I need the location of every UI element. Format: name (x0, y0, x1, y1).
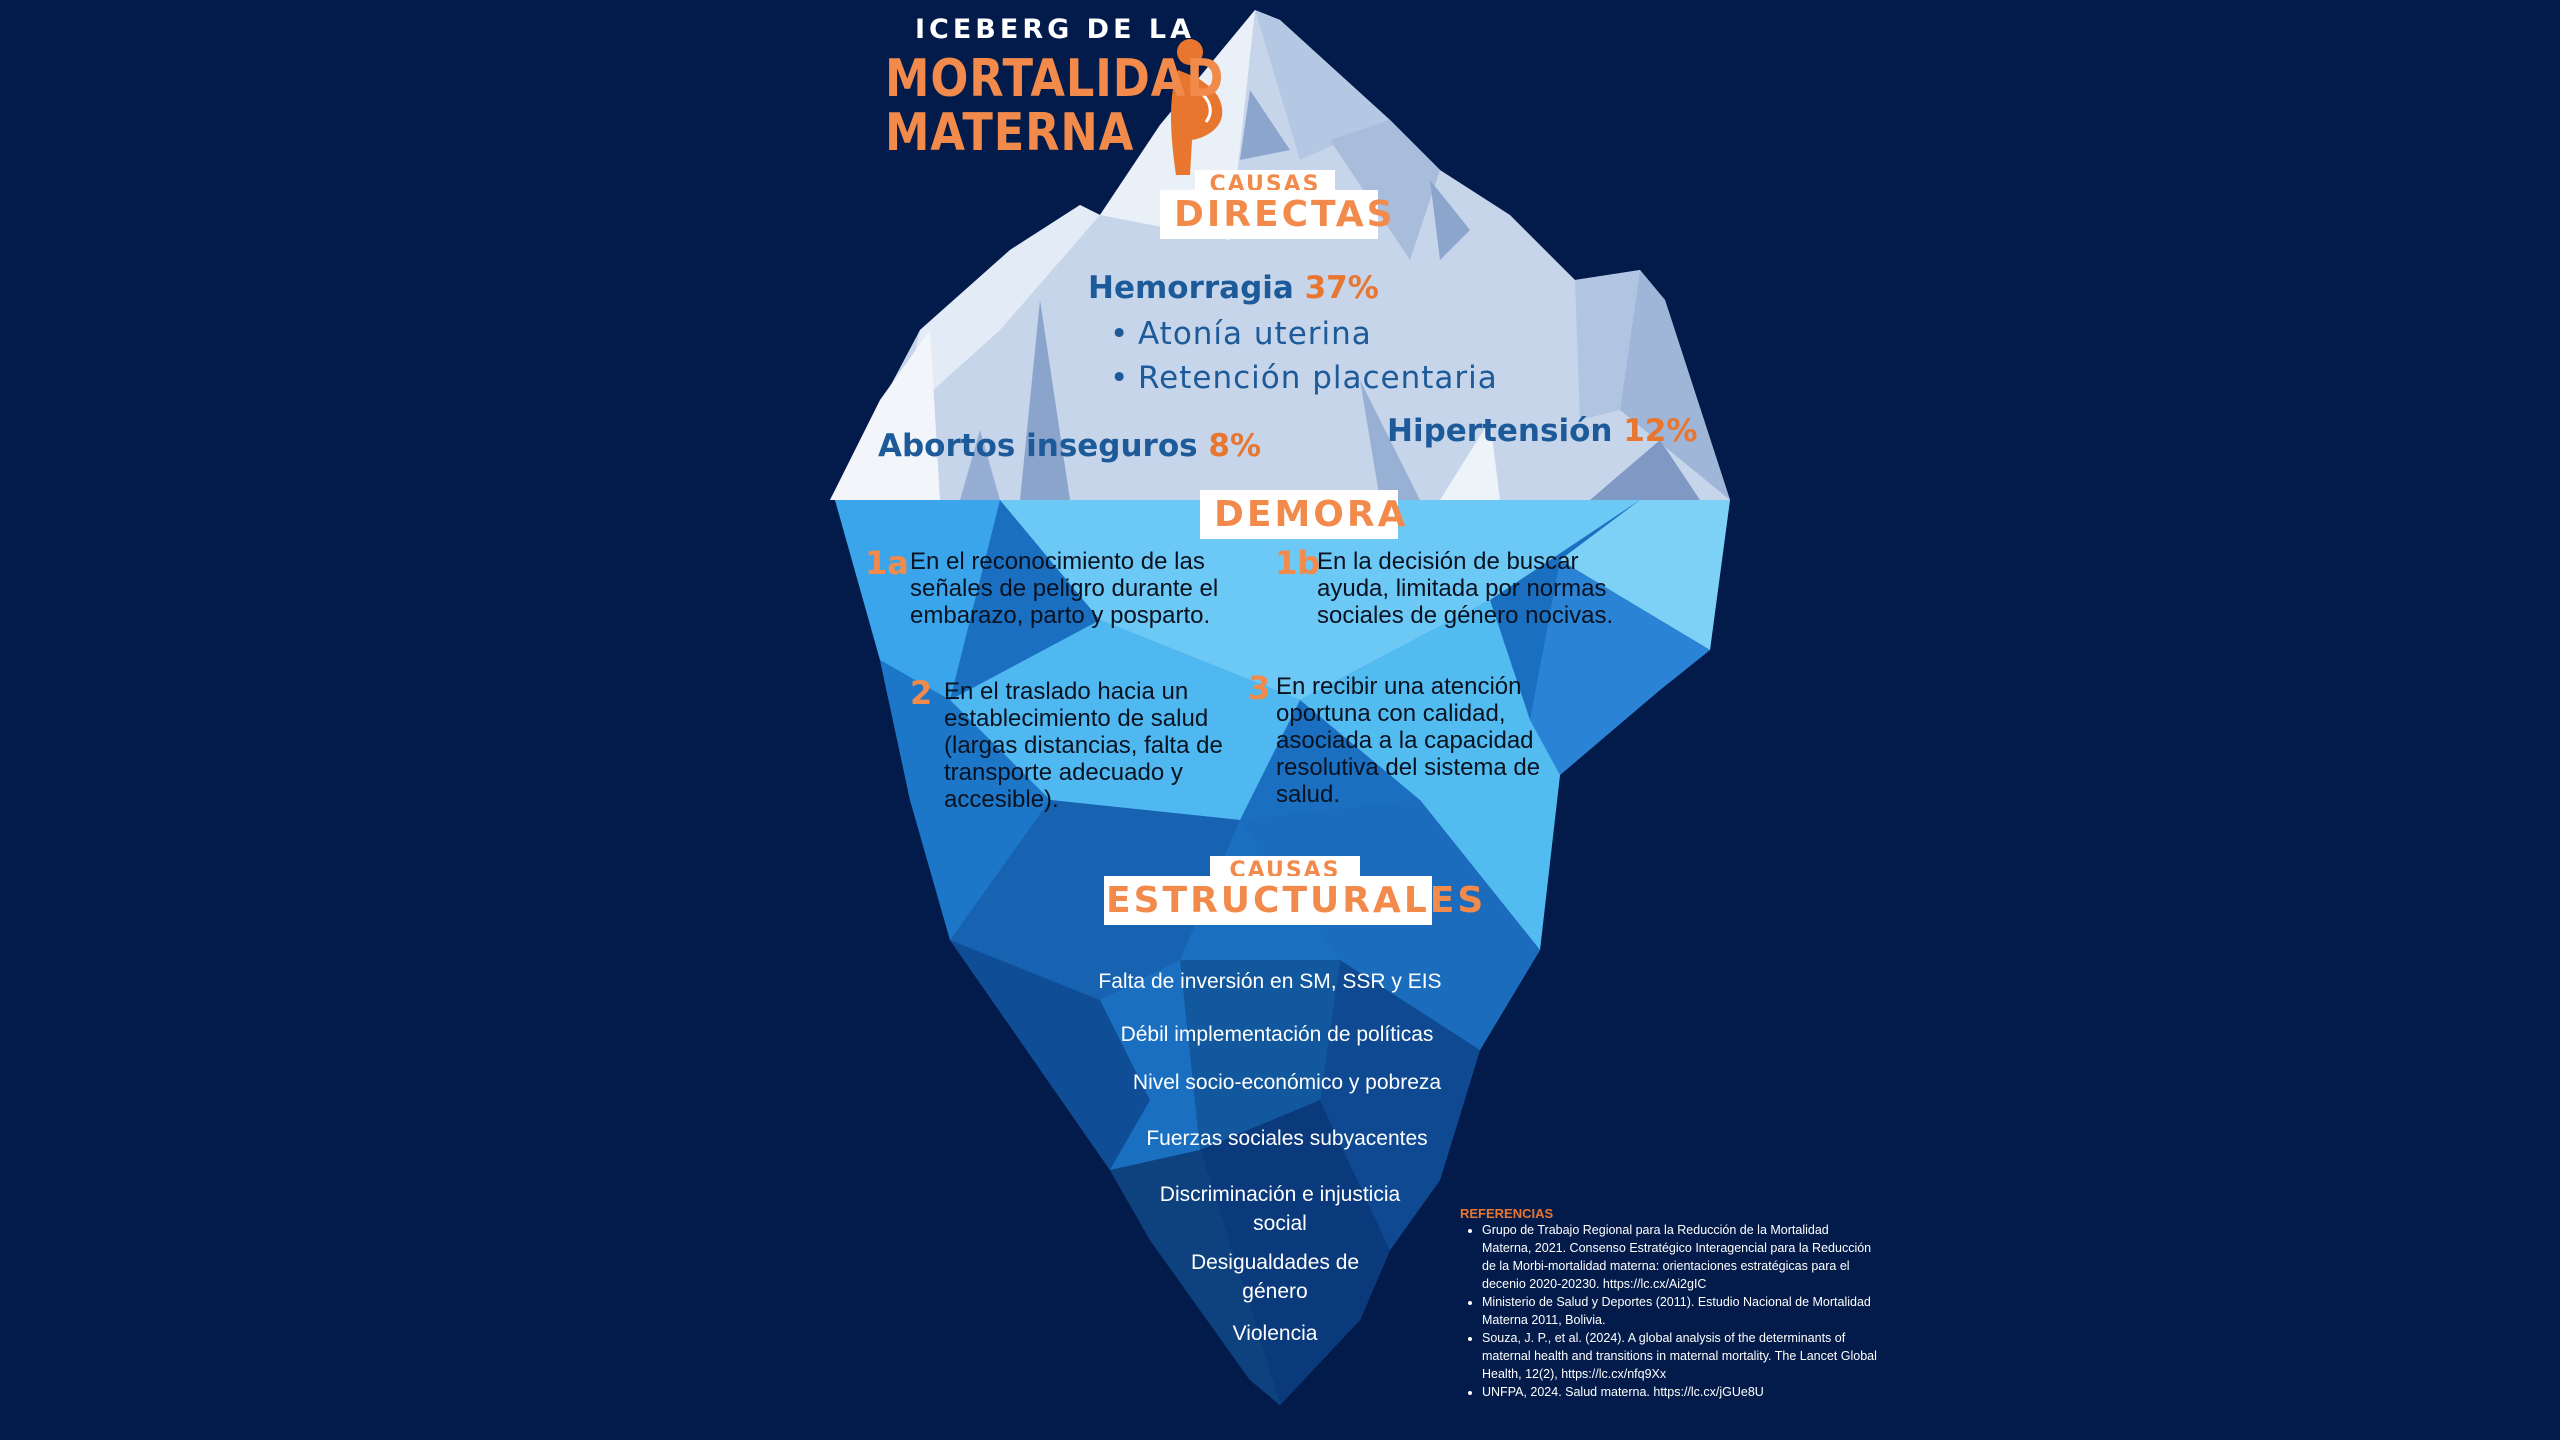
delay-text: En el reconocimiento de las señales de p… (910, 548, 1219, 629)
structural-item: Discriminación e injusticia social (1159, 1183, 1401, 1235)
structural-item: Desigualdades de género (1190, 1251, 1360, 1303)
cause-abortos-pct: 8% (1208, 428, 1262, 464)
demora-label: DEMORA (1200, 490, 1405, 539)
iceberg-tip (830, 10, 1730, 500)
title-line-2: MORTALIDAD (885, 49, 1225, 109)
cause-hipertension-name: Hipertensión (1387, 413, 1613, 449)
cause-hemorragia-name: Hemorragia (1088, 270, 1294, 306)
delay-item-3: 3 En recibir una atención oportuna con c… (1248, 669, 1578, 808)
references-block: REFERENCIAS Grupo de Trabajo Regional pa… (1460, 1206, 1880, 1401)
cause-abortos-name: Abortos inseguros (878, 428, 1198, 464)
title-line-3: MATERNA (885, 103, 1135, 163)
direct-label-big: DIRECTAS (1160, 190, 1393, 239)
cause-hemorragia-pct: 37% (1304, 270, 1379, 306)
references-list: Grupo de Trabajo Regional para la Reducc… (1460, 1221, 1880, 1401)
structural-label-big: ESTRUCTURALES (1104, 876, 1483, 925)
title-line-1: ICEBERG DE LA (915, 14, 1196, 45)
delay-text: En la decisión de buscar ayuda, limitada… (1317, 548, 1614, 629)
reference-item: UNFPA, 2024. Salud materna. https://lc.c… (1482, 1383, 1880, 1401)
structural-item: Violencia (1232, 1322, 1318, 1345)
hemorragia-bullets: Atonía uterina Retención placentaria (1110, 312, 1498, 400)
delay-text: En el traslado hacia un establecimiento … (944, 678, 1223, 813)
cause-abortos: Abortos inseguros 8% (878, 428, 1261, 464)
pregnant-woman-icon (1171, 39, 1223, 175)
structural-item: Nivel socio-económico y pobreza (1132, 1071, 1442, 1094)
references-title: REFERENCIAS (1460, 1206, 1554, 1221)
delay-number: 2 (910, 674, 933, 712)
structural-item: Falta de inversión en SM, SSR y EIS (1098, 970, 1442, 993)
delay-number: 1b (1275, 544, 1321, 582)
reference-item: Ministerio de Salud y Deportes (2011). E… (1482, 1293, 1880, 1329)
cause-hemorragia: Hemorragia 37% (1088, 270, 1379, 306)
bullet-item: Atonía uterina (1110, 312, 1498, 356)
delay-text: En recibir una atención oportuna con cal… (1276, 673, 1541, 808)
bullet-item: Retención placentaria (1110, 356, 1498, 400)
cause-hipertension-pct: 12% (1623, 413, 1698, 449)
delay-number: 1a (865, 544, 909, 582)
delay-number: 3 (1248, 669, 1271, 707)
structural-item: Fuerzas sociales subyacentes (1146, 1127, 1428, 1150)
reference-item: Grupo de Trabajo Regional para la Reducc… (1482, 1221, 1880, 1293)
reference-item: Souza, J. P., et al. (2024). A global an… (1482, 1329, 1880, 1383)
delay-item-1a: 1a En el reconocimiento de las señales d… (865, 544, 1255, 629)
structural-item: Débil implementación de políticas (1120, 1023, 1434, 1046)
delay-item-2: 2 En el traslado hacia un establecimient… (910, 674, 1250, 813)
title-main: MORTALIDAD MATERNA (885, 52, 1224, 160)
delay-item-1b: 1b En la decisión de buscar ayuda, limit… (1275, 544, 1675, 629)
cause-hipertension: Hipertensión 12% (1387, 413, 1697, 449)
